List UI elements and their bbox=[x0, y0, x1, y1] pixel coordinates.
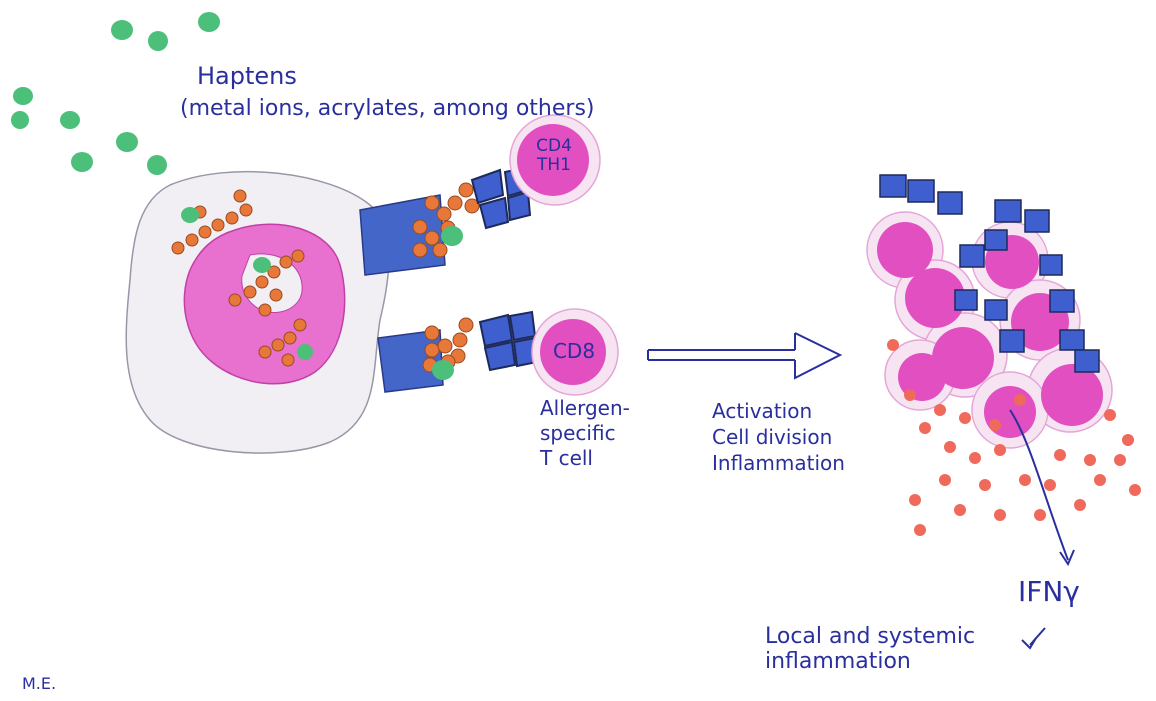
hapten-dot bbox=[13, 87, 33, 105]
cd4-label: CD4 TH1 bbox=[523, 137, 585, 174]
haptens-title: Haptens bbox=[197, 63, 297, 91]
tcr-lower bbox=[480, 312, 537, 370]
process-line-3: Inflammation bbox=[712, 450, 845, 476]
hapten-dot bbox=[11, 111, 29, 129]
cd4-label-line2: TH1 bbox=[523, 156, 585, 175]
free-haptens bbox=[11, 12, 220, 175]
hapten-dot bbox=[198, 12, 220, 32]
mhc-lower bbox=[378, 318, 473, 392]
author-signature: M.E. bbox=[22, 675, 56, 693]
hapten-dot bbox=[147, 155, 167, 175]
hapten-dot bbox=[60, 111, 80, 129]
cd8-label: CD8 bbox=[540, 340, 608, 362]
tcell-caption: Allergen- specific T cell bbox=[540, 396, 630, 471]
tcell-line-3: T cell bbox=[540, 446, 630, 471]
outcome-caption: Local and systemic inflammation bbox=[765, 624, 975, 675]
hapten-dot bbox=[71, 152, 93, 172]
antigen-presenting-cell bbox=[126, 172, 389, 453]
process-arrow bbox=[648, 333, 840, 378]
process-caption: Activation Cell division Inflammation bbox=[712, 398, 845, 476]
outcome-line-1: Local and systemic bbox=[765, 624, 975, 649]
mhc-upper bbox=[360, 183, 479, 275]
activated-cell-cluster bbox=[867, 175, 1112, 448]
process-line-1: Activation bbox=[712, 398, 845, 424]
haptens-examples: (metal ions, acrylates, among others) bbox=[180, 96, 595, 121]
hapten-dot bbox=[111, 20, 133, 40]
process-line-2: Cell division bbox=[712, 424, 845, 450]
hapten-dot bbox=[116, 132, 138, 152]
hapten-dot bbox=[148, 31, 168, 51]
tcell-line-1: Allergen- bbox=[540, 396, 630, 421]
ifn-gamma-label: IFNγ bbox=[1018, 576, 1080, 608]
cd4-label-line1: CD4 bbox=[523, 137, 585, 156]
outcome-line-2: inflammation bbox=[765, 649, 975, 674]
tcell-line-2: specific bbox=[540, 421, 630, 446]
